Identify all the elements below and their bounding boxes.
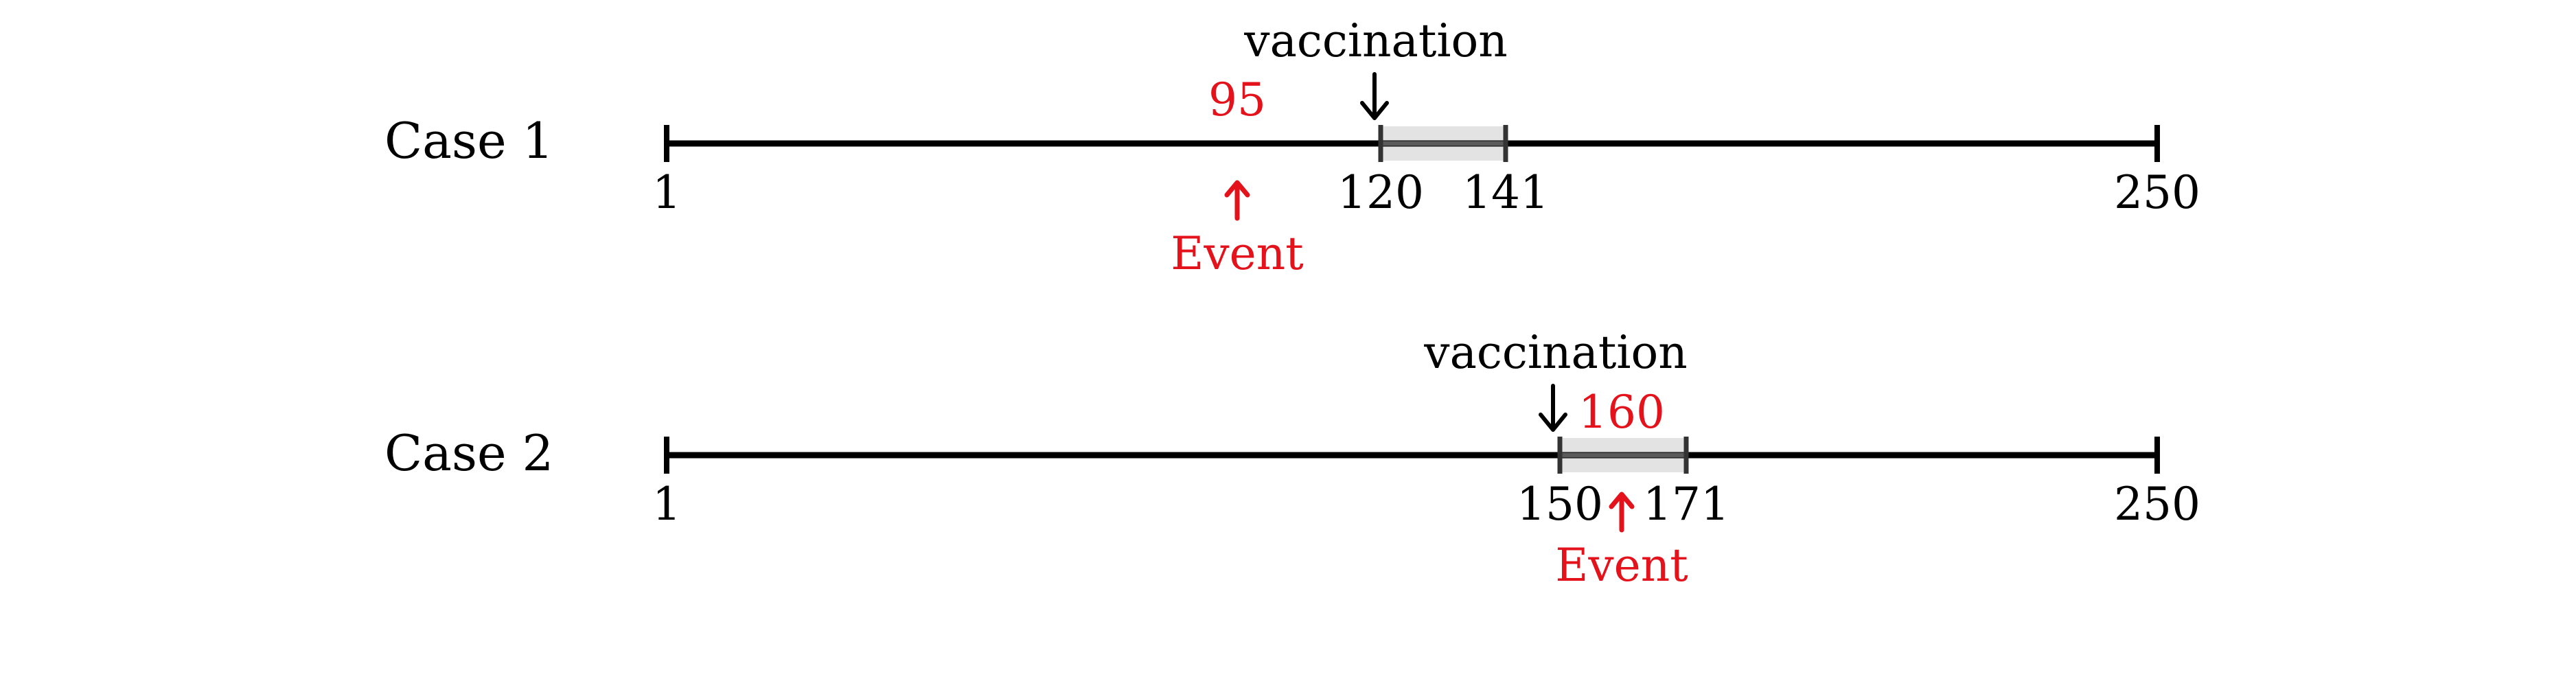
case-1-end-label: 250 — [2114, 166, 2200, 219]
case-1-start-label: 1 — [652, 166, 681, 219]
case-1-vaccination-label: vaccination — [1243, 14, 1507, 67]
case-1-window-end-label: 141 — [1462, 166, 1549, 219]
case-1-event-day-label: 95 — [1208, 73, 1266, 126]
case-2-start-label: 1 — [652, 478, 681, 531]
case-2-window-end-label: 171 — [1643, 478, 1729, 531]
case-2-label: Case 2 — [384, 424, 553, 482]
case-2-vaccination-label: vaccination — [1423, 326, 1687, 379]
case-2-event-day-label: 160 — [1578, 386, 1665, 439]
case-1-window-start-label: 120 — [1337, 166, 1424, 219]
case-2-vaccination-arrow-icon — [1539, 384, 1567, 432]
case-1-label: Case 1 — [384, 112, 553, 170]
case-2-window-start-label: 150 — [1517, 478, 1603, 531]
case-1-vaccination-arrow-icon — [1360, 72, 1389, 120]
case-1-event-arrow-icon — [1224, 180, 1250, 221]
case-1-event-label: Event — [1171, 227, 1304, 280]
case-2-timeline: Case 2 1 150 171 250 vaccination 160 Eve… — [384, 326, 2200, 592]
case-2-event-arrow-icon — [1609, 492, 1635, 533]
case-2-end-label: 250 — [2114, 478, 2200, 531]
case-1-timeline: Case 1 1 120 141 250 vaccination 95 Even… — [384, 14, 2200, 280]
case-2-event-label: Event — [1555, 539, 1688, 592]
